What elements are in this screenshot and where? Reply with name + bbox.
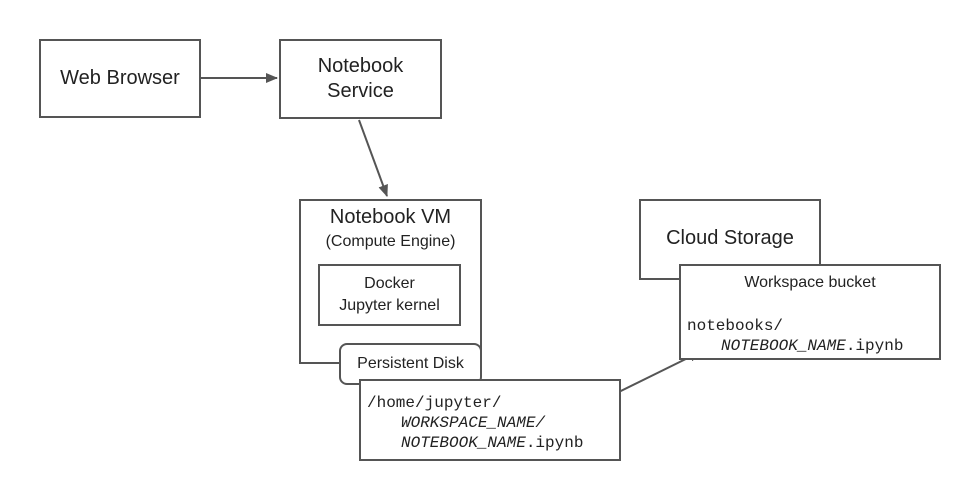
bucket-path-line2-row: NOTEBOOK_NAME.ipynb [687, 336, 903, 356]
bucket-path-line1: notebooks/ [687, 317, 784, 335]
notebook-service-line1: Notebook [317, 55, 404, 77]
web-browser-node: Web Browser [39, 39, 201, 118]
persistent-disk-node: Persistent Disk [339, 343, 482, 385]
local-path-line3-row: NOTEBOOK_NAME.ipynb [367, 433, 619, 453]
local-path-node: /home/jupyter/ WORKSPACE_NAME/ NOTEBOOK_… [359, 379, 621, 461]
cloud-storage-label: Cloud Storage [666, 227, 794, 249]
local-path-line1: /home/jupyter/ [367, 394, 502, 412]
docker-jupyter-node: Docker Jupyter kernel [318, 264, 461, 326]
notebook-service-line2: Service [327, 80, 394, 102]
bucket-ipynb-ext: .ipynb [845, 337, 904, 355]
bucket-path: notebooks/ NOTEBOOK_NAME.ipynb [687, 316, 903, 356]
docker-label: Docker [364, 275, 415, 292]
notebook-vm-subtitle: (Compute Engine) [325, 233, 456, 250]
web-browser-label: Web Browser [60, 67, 180, 89]
notebook-service-node: Notebook Service [279, 39, 442, 119]
notebook-name-var: NOTEBOOK_NAME [401, 434, 526, 452]
ipynb-ext: .ipynb [525, 434, 584, 452]
local-path-line2-row: WORKSPACE_NAME/ [367, 413, 619, 433]
workspace-bucket-node: Workspace bucket notebooks/ NOTEBOOK_NAM… [679, 264, 941, 360]
arrow-service-to-vm [358, 119, 388, 197]
notebook-vm-title: Notebook VM [329, 206, 452, 228]
workspace-name-var: WORKSPACE_NAME/ [401, 414, 546, 432]
bucket-notebook-name-var: NOTEBOOK_NAME [721, 337, 846, 355]
persistent-disk-label: Persistent Disk [357, 355, 464, 372]
workspace-bucket-title: Workspace bucket [744, 274, 876, 291]
jupyter-kernel-label: Jupyter kernel [339, 297, 440, 314]
